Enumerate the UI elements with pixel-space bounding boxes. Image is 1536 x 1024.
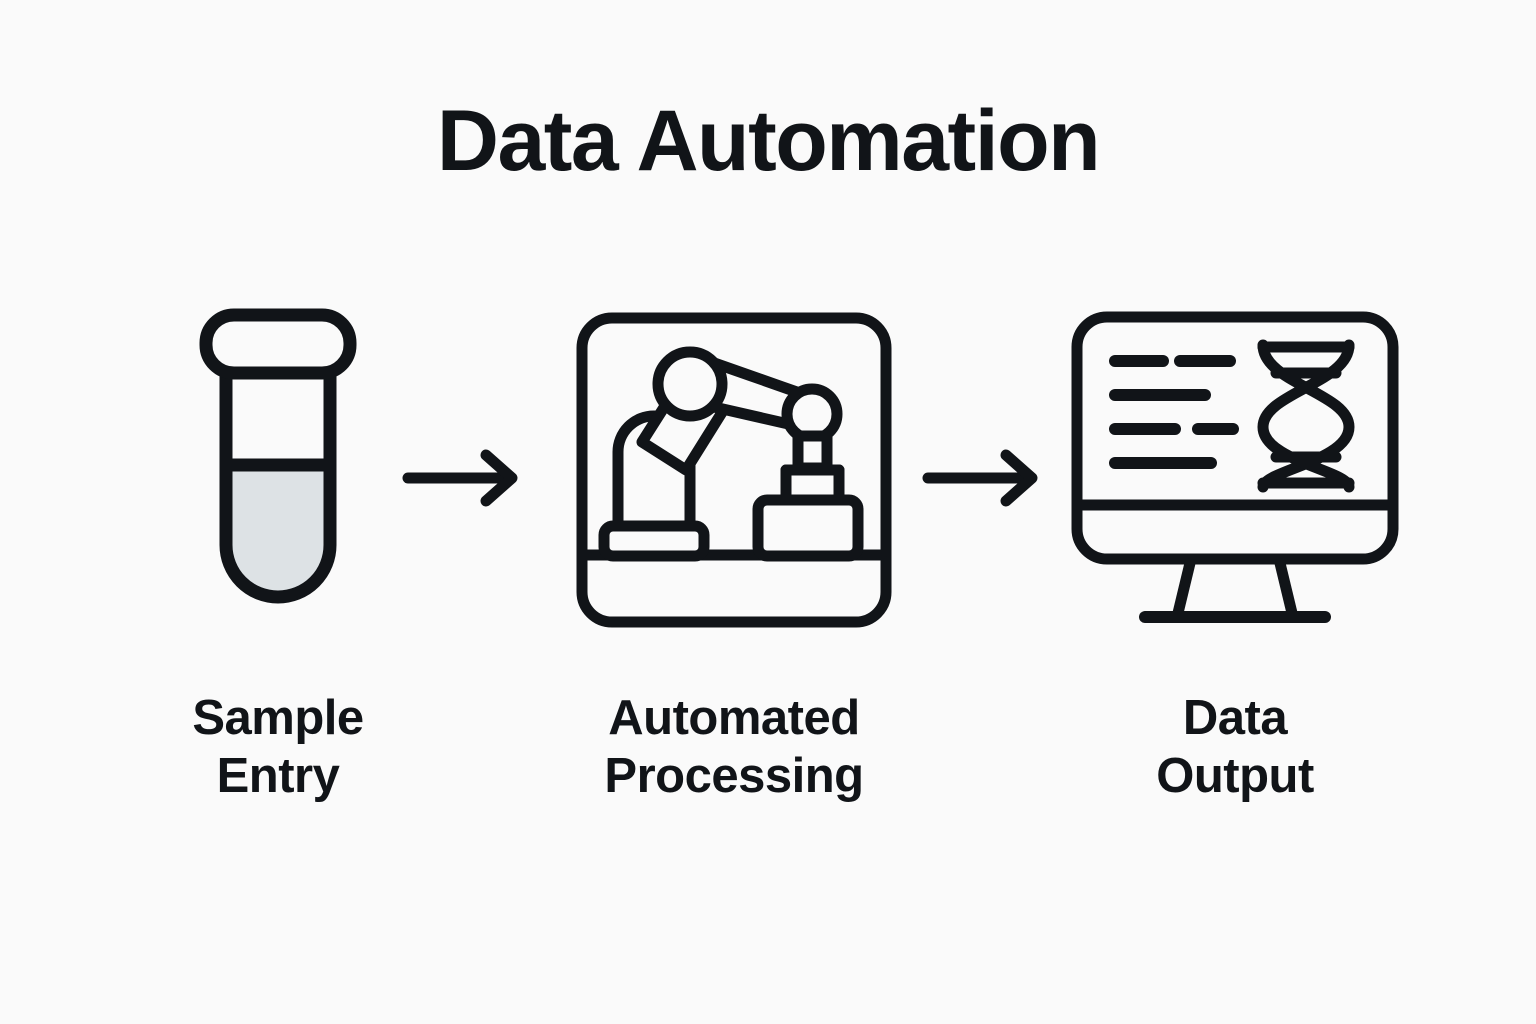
- monitor-dna-icon: [1071, 311, 1399, 623]
- conveyor-package: [752, 494, 864, 562]
- arrow-right-icon: [922, 449, 1038, 507]
- screen-text-lines: [1109, 355, 1239, 469]
- test-tube-icon: [199, 308, 357, 604]
- flow-connector-1: [400, 443, 530, 513]
- arrow-head: [480, 449, 518, 507]
- robot-frame: [576, 312, 892, 628]
- process-flow: Sample Entry: [0, 300, 1536, 860]
- step-label-line1: Data: [1182, 691, 1288, 745]
- step-label-line2: Processing: [604, 748, 864, 803]
- step-label-sample-entry: Sample Entry: [108, 690, 448, 806]
- step-label-line1: Sample: [192, 691, 364, 745]
- step-label-data-output: Data Output: [1065, 690, 1405, 806]
- step-label-line2: Output: [1156, 748, 1314, 803]
- robot-base-plate: [598, 520, 710, 562]
- test-tube-body: [219, 338, 337, 604]
- process-step-automated-processing[interactable]: Automated Processing: [564, 300, 904, 860]
- process-step-sample-entry[interactable]: Sample Entry: [108, 300, 448, 860]
- arrow-head: [1000, 449, 1038, 507]
- step-icon-wrapper: [564, 300, 904, 640]
- robot-elbow-joint: [652, 346, 728, 422]
- step-icon-wrapper: [108, 300, 448, 640]
- monitor-stand-right-leg: [1273, 557, 1298, 615]
- test-tube-liquid: [226, 465, 330, 597]
- process-step-data-output[interactable]: Data Output: [1065, 300, 1405, 860]
- arrow-right-icon: [402, 449, 518, 507]
- monitor-stand-left-leg: [1172, 557, 1197, 615]
- step-label-automated-processing: Automated Processing: [564, 690, 904, 806]
- robot-gripper-neck: [792, 430, 833, 474]
- dna-helix-icon: [1257, 339, 1355, 493]
- flow-connector-2: [920, 443, 1050, 513]
- robotic-arm-icon: [576, 312, 892, 628]
- page-title: Data Automation: [436, 93, 1101, 189]
- step-icon-wrapper: [1065, 300, 1405, 640]
- step-label-line1: Automated: [608, 691, 860, 745]
- test-tube-cap: [199, 308, 357, 380]
- step-label-line2: Entry: [216, 748, 340, 803]
- robot-gripper-bar: [780, 464, 845, 491]
